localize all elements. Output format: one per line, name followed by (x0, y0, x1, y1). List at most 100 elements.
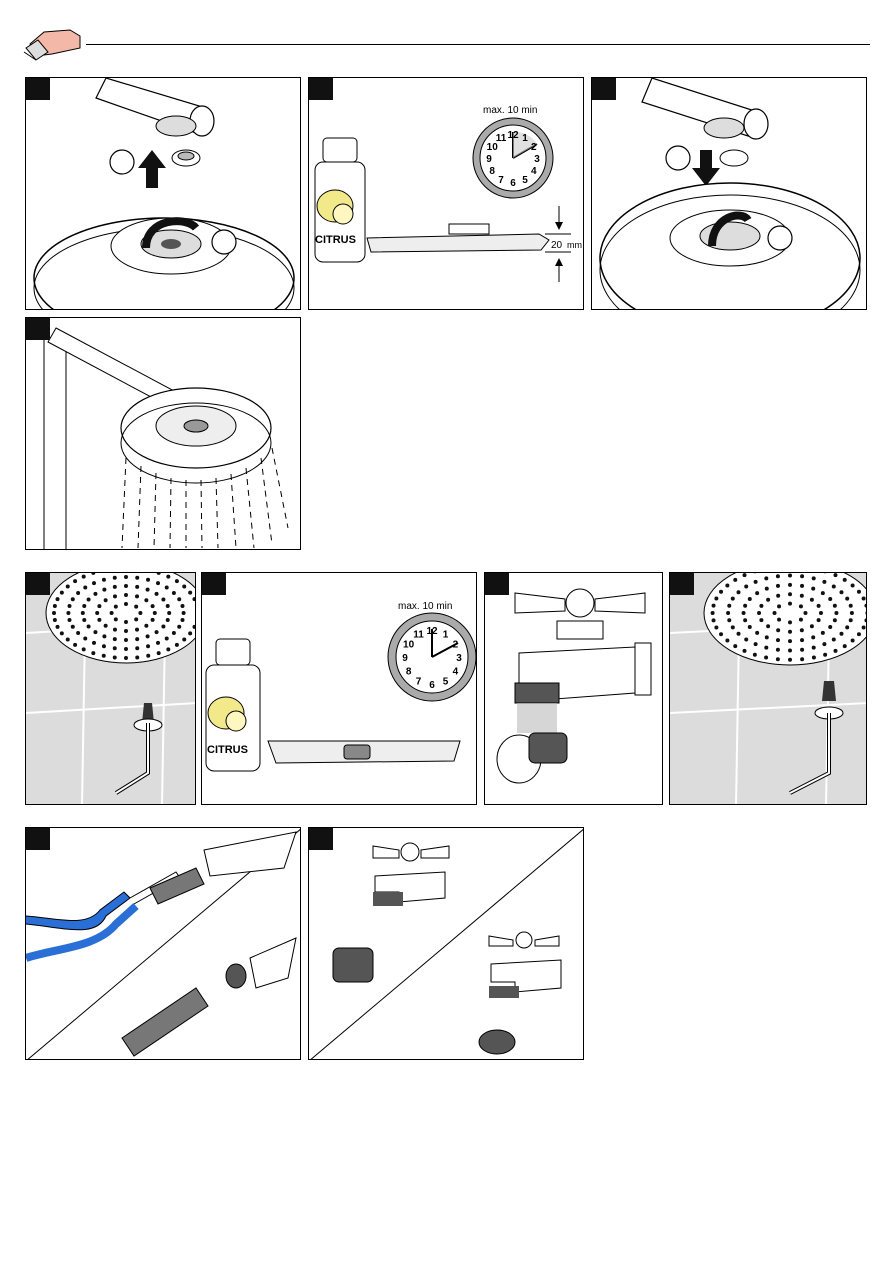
nozzle-dot (776, 593, 781, 598)
nozzle-dot (192, 597, 195, 602)
clock-number: 6 (510, 178, 516, 189)
step-number-tab (26, 828, 50, 850)
nozzle-dot (820, 630, 825, 635)
nozzle-dot (842, 577, 847, 582)
nozzle-dot (800, 647, 805, 652)
nozzle-dot (134, 604, 139, 609)
clock-number: 1 (522, 133, 528, 144)
nozzle-dot (776, 628, 781, 633)
nozzle-dot (845, 596, 850, 601)
nozzle-dot (81, 647, 86, 652)
nozzle-dot (764, 655, 769, 660)
nozzle-dot (65, 584, 70, 589)
nozzle-dot (788, 620, 792, 625)
nozzle-dot (171, 631, 176, 636)
depth-value: 20 (551, 240, 563, 251)
nozzle-dot (124, 620, 128, 624)
nozzle-dot (52, 618, 57, 623)
cleaning-hand-icon (23, 29, 81, 61)
nozzle-dot (798, 604, 803, 609)
nozzle-dot (156, 573, 161, 575)
nozzle-dot (839, 631, 844, 636)
nozzle-dot (845, 625, 850, 630)
step-number-tab (670, 573, 694, 595)
nozzle-dot (800, 638, 805, 643)
nozzle-dot (775, 638, 780, 643)
nozzle-dot (135, 646, 140, 651)
clock-icon (472, 117, 554, 199)
nozzle-dot (856, 589, 861, 594)
nozzle-dot (166, 647, 171, 652)
nozzle-dot (861, 625, 866, 630)
clock-number: 10 (487, 142, 499, 153)
page-header (22, 22, 870, 62)
nozzle-dot (70, 624, 75, 629)
nozzle-dot (775, 647, 780, 652)
nozzle-dot (112, 594, 117, 599)
nozzle-dot (742, 573, 747, 578)
nozzle-dot (164, 636, 169, 641)
nozzle-dot (753, 642, 758, 647)
nozzle-dot (81, 574, 86, 579)
timer-label: max. 10 min (398, 601, 452, 612)
nozzle-dot (177, 597, 182, 602)
nozzle-dot (839, 590, 844, 595)
nozzle-dot (800, 657, 805, 662)
nozzle-dot (777, 617, 782, 622)
step-panel-run-water (25, 317, 301, 550)
nozzle-dot (788, 648, 792, 653)
nozzle-dot (719, 589, 724, 594)
nozzle-dot (102, 634, 107, 639)
nozzle-dot (744, 584, 749, 589)
nozzle-dot (145, 587, 150, 592)
clock-number: 2 (531, 142, 537, 153)
nozzle-dot (181, 611, 186, 615)
nozzle-dot (55, 597, 60, 602)
nozzle-dot (736, 631, 741, 636)
nozzle-dot (727, 618, 732, 623)
nozzle-dot (809, 597, 814, 602)
step-panel-insert-flow-limiter (669, 572, 867, 805)
nozzle-dot (850, 583, 855, 588)
nozzle-dot (850, 638, 855, 643)
clock-number: 8 (489, 166, 495, 177)
nozzle-dot (154, 591, 159, 596)
step-number-tab (592, 78, 616, 100)
nozzle-dot (112, 655, 117, 660)
bottle-label: CITRUS (315, 234, 356, 246)
nozzle-dot (832, 618, 837, 623)
nozzle-dot (842, 644, 847, 649)
nozzle-dot (822, 642, 827, 647)
clock-number: 9 (486, 154, 492, 165)
nozzle-dot (777, 604, 782, 609)
nozzle-dot (164, 585, 169, 590)
nozzle-dot (182, 637, 187, 642)
nozzle-dot (195, 618, 196, 622)
nozzle-dot (165, 617, 170, 622)
step-panel-remove-flow-limiter (25, 572, 196, 805)
nozzle-dot (165, 604, 170, 609)
nozzle-dot (156, 640, 161, 645)
nozzle-dot (91, 581, 96, 586)
nozzle-dot (775, 583, 780, 588)
nozzle-dot (799, 628, 804, 633)
nozzle-dot (91, 651, 96, 656)
nozzle-dot (152, 611, 157, 615)
clock-number: 7 (498, 175, 504, 186)
nozzle-dot (101, 653, 106, 658)
nozzle-dot (86, 597, 91, 602)
nozzle-dot (753, 579, 758, 584)
nozzle-dot (82, 617, 87, 622)
clock-number: 3 (534, 154, 540, 165)
nozzle-dot (112, 627, 117, 632)
nozzle-dot (144, 623, 149, 628)
nozzle-dot (135, 637, 140, 642)
nozzle-dot (775, 657, 780, 662)
nozzle-dot (192, 624, 195, 629)
nozzle-dot (135, 575, 140, 580)
nozzle-dot (67, 618, 72, 623)
nozzle-dot (144, 598, 149, 603)
nozzle-dot (828, 596, 833, 601)
nozzle-dot (730, 625, 735, 630)
